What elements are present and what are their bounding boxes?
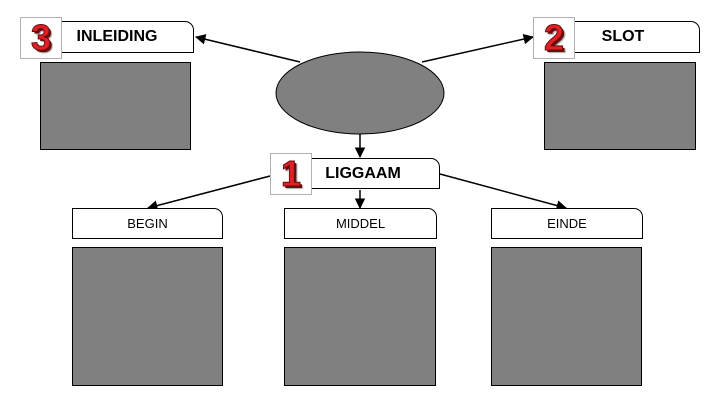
- einde-content-box: [491, 247, 642, 386]
- inleiding-label: INLEIDING: [40, 21, 194, 53]
- einde-title: EINDE: [547, 216, 587, 231]
- inleiding-content-box: [40, 62, 191, 150]
- arrow-to-einde: [439, 173, 568, 211]
- middel-title: MIDDEL: [335, 216, 386, 231]
- arrow-to-inleiding: [194, 34, 301, 63]
- arrow-to-begin: [146, 175, 271, 211]
- arrow-to-slot: [421, 33, 535, 63]
- slot-number-badge: 2: [533, 17, 575, 59]
- liggaam-title: LIGGAAM: [325, 164, 401, 182]
- slot-content-box: [544, 62, 696, 150]
- slot-number: 2: [543, 17, 565, 58]
- liggaam-number: 1: [280, 153, 302, 194]
- middel-label: MIDDEL: [284, 208, 437, 239]
- begin-title: BEGIN: [127, 216, 168, 231]
- inleiding-number-badge: 3: [20, 17, 62, 59]
- begin-label: BEGIN: [72, 208, 223, 239]
- inleiding-title: INLEIDING: [76, 28, 158, 45]
- liggaam-number-badge: 1: [270, 153, 312, 195]
- begin-content-box: [72, 247, 223, 386]
- inleiding-number: 3: [30, 17, 52, 58]
- central-topic-ellipse: [275, 51, 445, 135]
- slot-title: SLOT: [601, 28, 645, 45]
- middel-content-box: [284, 247, 436, 386]
- einde-label: EINDE: [491, 208, 643, 239]
